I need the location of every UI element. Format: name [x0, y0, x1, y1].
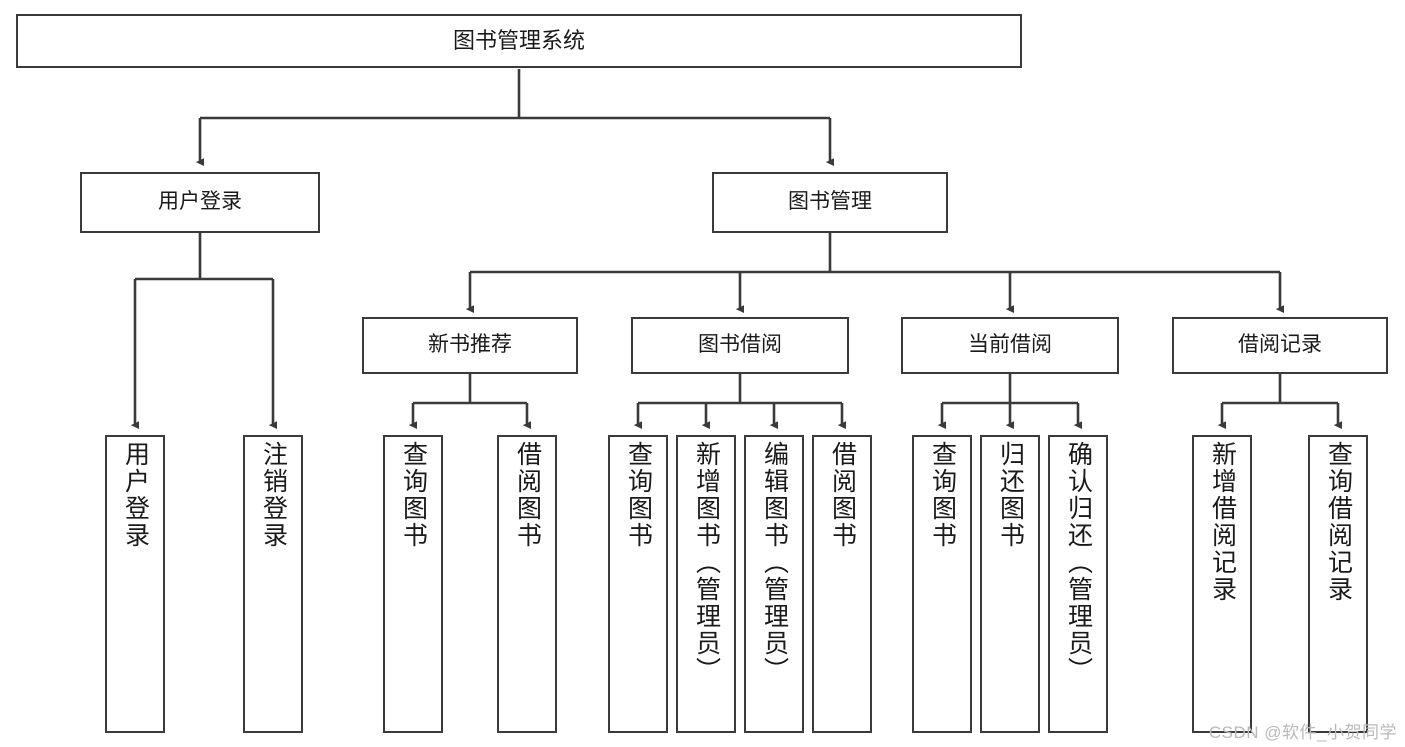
node-label: 新增借阅记录 [1208, 441, 1237, 603]
node-label: 查询图书 [399, 441, 428, 549]
node-label: 借阅图书 [513, 441, 542, 549]
leaf-record-query-record[interactable]: 查询借阅记录 [1308, 435, 1368, 733]
node-label: 确认归还（管理员） [1064, 441, 1093, 684]
leaf-current-confirm-return-admin[interactable]: 确认归还（管理员） [1048, 435, 1108, 733]
node-label: 当前借阅 [968, 333, 1052, 357]
leaf-borrow-edit-book-admin[interactable]: 编辑图书（管理员） [744, 435, 804, 733]
node-book-borrow[interactable]: 图书借阅 [631, 317, 849, 374]
node-book-management[interactable]: 图书管理 [712, 172, 948, 233]
leaf-recommend-borrow-book[interactable]: 借阅图书 [497, 435, 557, 733]
node-borrow-record[interactable]: 借阅记录 [1172, 317, 1388, 374]
node-label: 查询借阅记录 [1324, 441, 1353, 603]
node-label: 借阅记录 [1238, 333, 1322, 357]
node-label: 归还图书 [996, 441, 1025, 549]
node-label: 注销登录 [259, 441, 288, 549]
leaf-current-return-book[interactable]: 归还图书 [980, 435, 1040, 733]
node-label: 新增图书（管理员） [692, 441, 721, 684]
node-label: 图书管理系统 [452, 28, 585, 54]
node-label: 用户登录 [158, 190, 242, 214]
node-label: 借阅图书 [828, 441, 857, 549]
leaf-recommend-query-book[interactable]: 查询图书 [383, 435, 443, 733]
node-label: 图书管理 [788, 190, 872, 214]
leaf-borrow-add-book-admin[interactable]: 新增图书（管理员） [676, 435, 736, 733]
leaf-user-login-signout[interactable]: 注销登录 [243, 435, 303, 733]
leaf-borrow-query-book[interactable]: 查询图书 [608, 435, 668, 733]
leaf-user-login-signin[interactable]: 用户登录 [105, 435, 165, 733]
node-new-book-recommend[interactable]: 新书推荐 [362, 317, 578, 374]
leaf-current-query-book[interactable]: 查询图书 [912, 435, 972, 733]
node-label: 查询图书 [624, 441, 653, 549]
leaf-borrow-borrow-book[interactable]: 借阅图书 [812, 435, 872, 733]
node-label: 查询图书 [928, 441, 957, 549]
node-label: 用户登录 [121, 441, 150, 549]
node-label: 图书借阅 [698, 333, 782, 357]
node-label: 编辑图书（管理员） [760, 441, 789, 684]
node-root-system[interactable]: 图书管理系统 [16, 14, 1022, 68]
csdn-watermark: CSDN @软件_小贺同学 [1208, 723, 1397, 742]
leaf-record-add-record[interactable]: 新增借阅记录 [1192, 435, 1252, 733]
node-current-borrow[interactable]: 当前借阅 [901, 317, 1119, 374]
node-user-login[interactable]: 用户登录 [80, 172, 320, 233]
node-label: 新书推荐 [428, 333, 512, 357]
